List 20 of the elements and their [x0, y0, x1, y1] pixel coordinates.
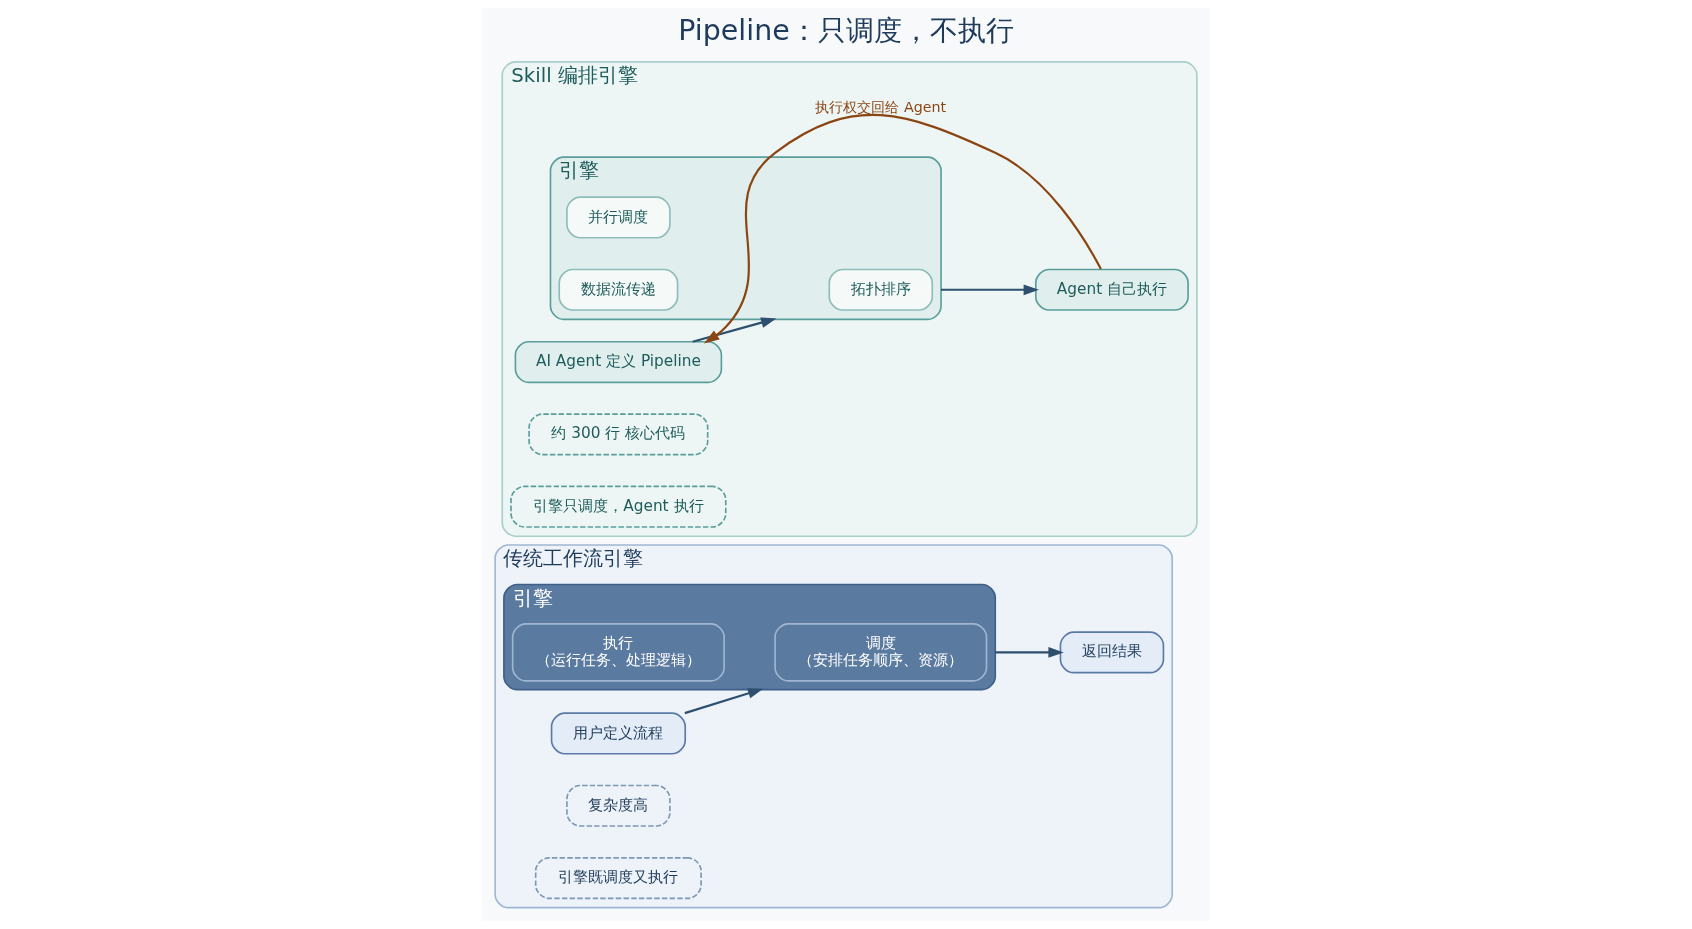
arrow — [684, 688, 764, 715]
node-box: 复杂度高 — [566, 784, 671, 827]
node-box: 返回结果 — [1059, 631, 1165, 674]
edge-label: 执行权交回给 Agent — [815, 98, 947, 115]
diagram-title: Pipeline：只调度，不执行 — [678, 13, 1014, 47]
arrow — [941, 284, 1039, 296]
arrow — [692, 317, 777, 343]
arrow — [995, 647, 1064, 658]
node-box: AI Agent 定义 Pipeline — [514, 341, 723, 384]
node-box: 约 300 行 核心代码 — [528, 413, 709, 456]
node-box: 调度 （安排任务顺序、资源） — [774, 623, 988, 682]
node-box: 执行 （运行任务、处理逻辑） — [511, 623, 725, 682]
node-box: 引擎只调度，Agent 执行 — [510, 485, 727, 528]
node-box: 拓扑排序 — [828, 268, 934, 311]
arrow — [704, 114, 1102, 344]
node-box: 并行调度 — [566, 196, 671, 239]
node-box: Agent 自己执行 — [1035, 268, 1189, 311]
node-box: 数据流传递 — [558, 268, 679, 311]
node-box: 用户定义流程 — [550, 712, 687, 755]
node-box: 引擎既调度又执行 — [534, 857, 702, 900]
